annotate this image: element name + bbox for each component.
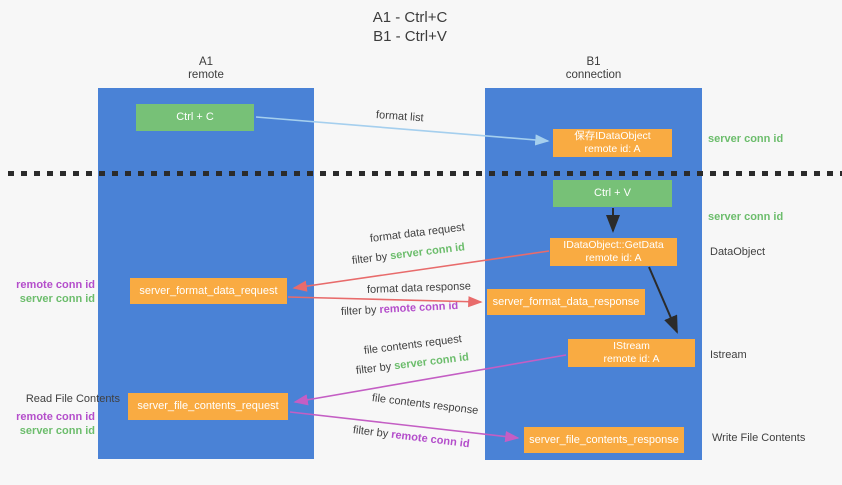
label-istream-side: Istream (710, 349, 747, 361)
lane-header-right: B1 connection (485, 56, 702, 82)
label-filter-by-remote-2: filter by remote conn id (352, 424, 470, 450)
node-format-response: server_format_data_response (487, 289, 645, 315)
filter-by-text: filter by (352, 424, 392, 441)
label-format-list: format list (375, 109, 424, 125)
save-dataobject-line2: remote id: A (584, 143, 641, 155)
label-conn-ids-lower-left: remote conn id server conn id (0, 410, 95, 438)
read-file-contents-text: Read File Contents (25, 393, 120, 405)
label-read-file-contents: Read File Contents (0, 392, 120, 406)
label-write-file-contents: Write File Contents (712, 432, 806, 444)
filter-by-text: filter by (351, 250, 391, 267)
ctrl-v-label: Ctrl + V (594, 187, 631, 199)
dotted-divider (8, 171, 842, 176)
node-format-request: server_format_data_request (130, 278, 287, 304)
getdata-line1: IDataObject::GetData (563, 239, 664, 251)
save-dataobject-line1: 保存IDataObject (574, 130, 651, 142)
label-conn-ids-upper-left: remote conn id server conn id (0, 278, 95, 306)
label-format-data-request: format data request (369, 221, 466, 245)
lane-header-left: A1 remote (98, 56, 314, 82)
istream-line1: IStream (613, 340, 650, 352)
lane-left-sub: remote (188, 69, 224, 81)
getdata-line2: remote id: A (585, 252, 642, 264)
label-file-contents-response: file contents response (371, 392, 479, 417)
format-response-label: server_format_data_response (492, 295, 640, 308)
label-filter-by-remote-1: filter by remote conn id (341, 300, 459, 318)
label-filter-by-server-1: filter by server conn id (351, 241, 465, 267)
title-line-1: A1 - Ctrl+C (372, 9, 448, 26)
node-istream: IStream remote id: A (568, 339, 695, 367)
node-ctrl-c: Ctrl + C (136, 104, 254, 131)
remote-conn-id-text: remote conn id (379, 299, 459, 316)
ctrl-c-label: Ctrl + C (176, 111, 214, 123)
remote-conn-id-text: remote conn id (390, 428, 471, 451)
server-conn-id-text: server conn id (19, 425, 95, 437)
label-server-conn-id-right-1: server conn id (708, 133, 784, 145)
server-conn-id-text: server conn id (19, 293, 95, 305)
label-dataobject: DataObject (710, 246, 766, 258)
node-getdata: IDataObject::GetData remote id: A (550, 238, 677, 266)
remote-conn-id-text: remote conn id (16, 279, 95, 291)
istream-line2: remote id: A (603, 353, 660, 365)
filter-by-text: filter by (355, 360, 395, 377)
node-file-request: server_file_contents_request (128, 393, 288, 420)
title-line-2: B1 - Ctrl+V (373, 28, 447, 45)
node-ctrl-v: Ctrl + V (553, 180, 672, 207)
label-server-conn-id-right-2: server conn id (708, 211, 784, 223)
file-request-label: server_file_contents_request (137, 400, 279, 412)
format-request-label: server_format_data_request (139, 284, 278, 297)
lane-right-name: B1 (586, 56, 601, 68)
remote-conn-id-text: remote conn id (16, 411, 95, 423)
node-file-response: server_file_contents_response (524, 427, 684, 453)
node-save-dataobject: 保存IDataObject remote id: A (553, 129, 672, 157)
server-conn-id-text: server conn id (389, 241, 466, 263)
server-conn-id-text: server conn id (393, 351, 470, 373)
filter-by-text: filter by (340, 303, 380, 318)
lane-right-sub: connection (565, 69, 622, 81)
lane-left-name: A1 (198, 56, 214, 68)
label-format-data-response: format data response (366, 280, 472, 296)
file-response-label: server_file_contents_response (529, 433, 679, 446)
diagram-title: A1 - Ctrl+C B1 - Ctrl+V (0, 8, 820, 46)
